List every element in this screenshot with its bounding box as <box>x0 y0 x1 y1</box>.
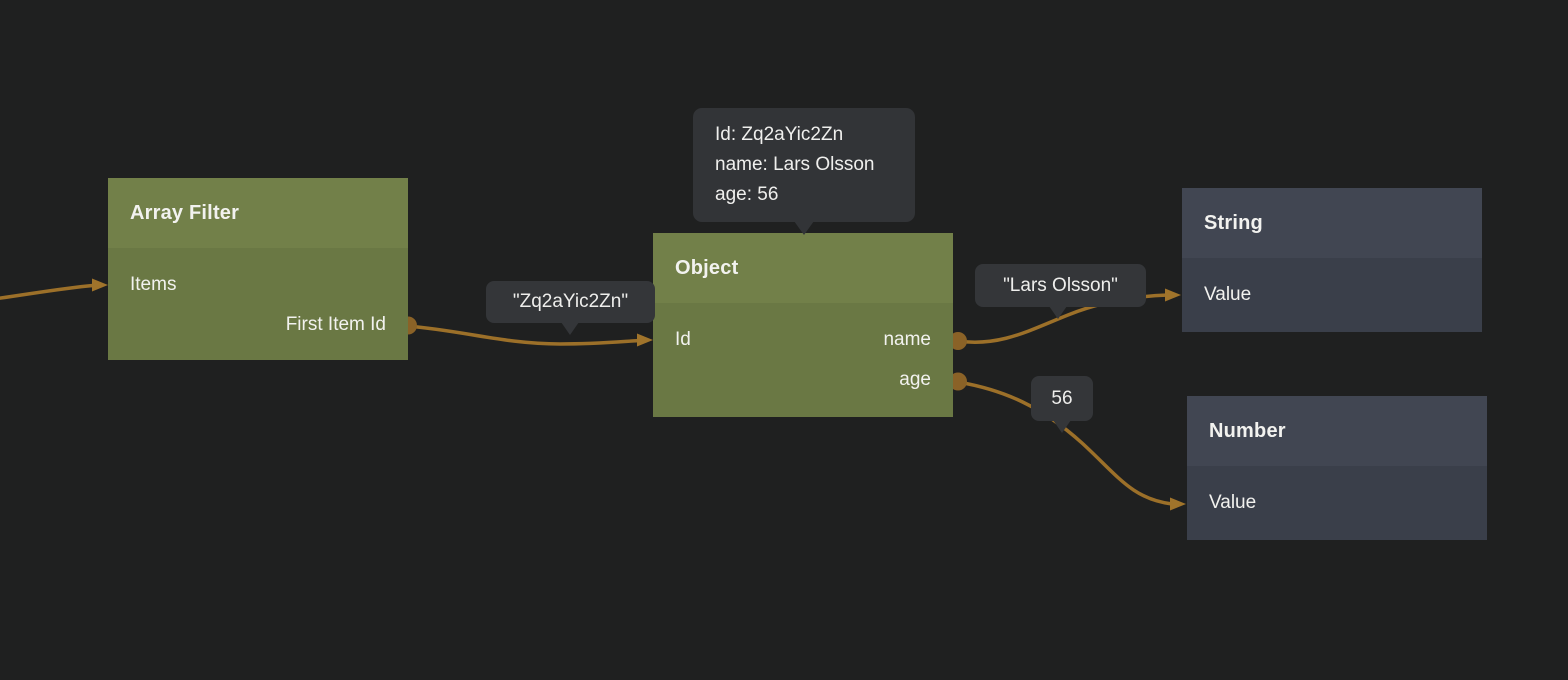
node-array-filter-header[interactable]: Array Filter <box>108 178 408 248</box>
output-row-first-item-id: First Item Id <box>130 305 386 345</box>
output-label-first-item-id: First Item Id <box>285 314 386 335</box>
wire-value-bubble-name: "Lars Olsson" <box>975 264 1146 319</box>
node-string-header[interactable]: String <box>1182 188 1482 258</box>
port-name[interactable] <box>949 332 967 350</box>
input-label-id: Id <box>675 329 691 350</box>
object-tooltip-line-age: age: 56 <box>715 184 779 205</box>
object-tooltip: Id: Zq2aYic2Zn name: Lars Olsson age: 56 <box>693 108 915 235</box>
wire-age-to-number-value[interactable] <box>956 380 1174 506</box>
wire-arrowhead-id <box>637 333 653 347</box>
input-label-string-value: Value <box>1204 284 1252 305</box>
node-number[interactable]: Number Value <box>1187 396 1487 540</box>
wire-value-bubble-age: 56 <box>1031 376 1093 433</box>
node-string-title: String <box>1204 211 1263 234</box>
wire-arrowhead-number-value <box>1170 497 1186 511</box>
node-object-title: Object <box>675 256 739 279</box>
input-row-string-value: Value <box>1204 275 1460 315</box>
row-id-name: Id name <box>675 320 931 360</box>
node-object-header[interactable]: Object <box>653 233 953 303</box>
input-row-number-value: Value <box>1209 483 1465 523</box>
node-number-header[interactable]: Number <box>1187 396 1487 466</box>
node-array-filter[interactable]: Array Filter Items First Item Id <box>108 178 408 360</box>
input-label-items: Items <box>130 274 177 295</box>
output-label-age: age <box>899 369 931 390</box>
object-tooltip-line-name: name: Lars Olsson <box>715 154 875 175</box>
node-string[interactable]: String Value <box>1182 188 1482 332</box>
object-tooltip-line-id: Id: Zq2aYic2Zn <box>715 124 844 145</box>
input-label-number-value: Value <box>1209 492 1257 513</box>
wire-arrowhead-items <box>92 278 108 292</box>
wire-value-age: 56 <box>1051 387 1073 409</box>
wire-arrowhead-string-value <box>1165 288 1181 302</box>
wire-into-items[interactable] <box>0 283 95 300</box>
port-age[interactable] <box>949 372 967 391</box>
node-array-filter-title: Array Filter <box>130 201 240 224</box>
wire-value-bubble-id: "Zq2aYic2Zn" <box>486 281 655 335</box>
node-object[interactable]: Object Id name age <box>653 233 953 417</box>
wire-value-name: "Lars Olsson" <box>1003 274 1118 296</box>
output-label-name: name <box>883 329 931 350</box>
wire-value-id: "Zq2aYic2Zn" <box>512 291 629 312</box>
input-row-items: Items <box>130 265 386 305</box>
wire-first-item-id-to-id[interactable] <box>406 324 642 346</box>
output-row-age: age <box>675 360 931 400</box>
node-number-title: Number <box>1209 419 1286 442</box>
